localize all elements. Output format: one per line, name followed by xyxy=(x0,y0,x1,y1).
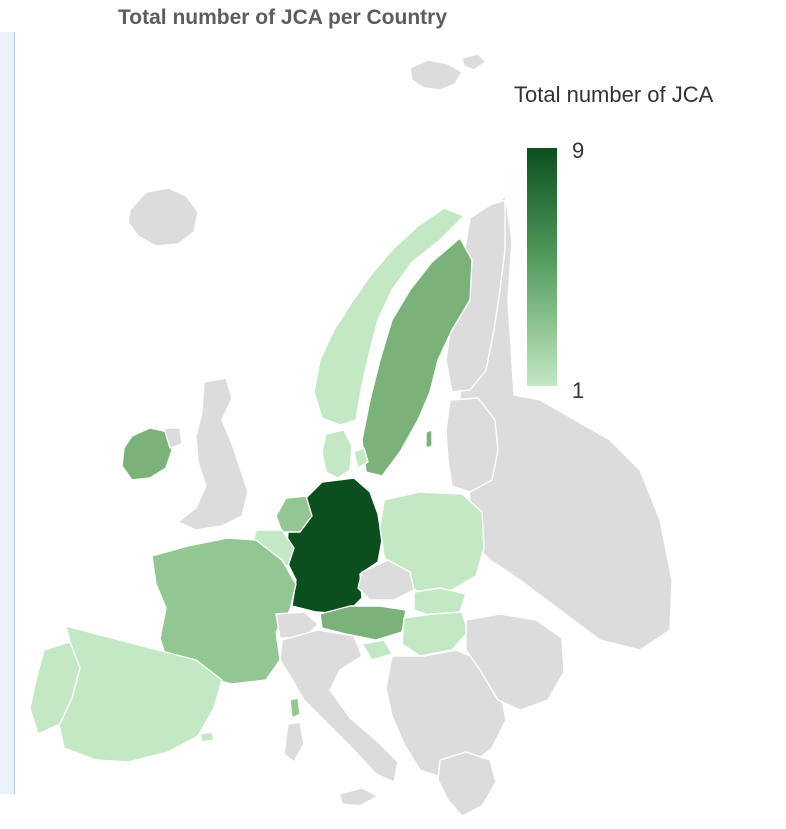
svalbard-east-island[interactable] xyxy=(461,53,487,71)
poland-region[interactable] xyxy=(379,491,485,593)
left-panel-strip xyxy=(0,32,14,794)
great-britain-region[interactable] xyxy=(177,377,249,531)
sicily-region[interactable] xyxy=(339,787,379,807)
legend-min-label: 1 xyxy=(572,378,585,403)
iceland-region[interactable] xyxy=(127,187,199,247)
legend-color-bar xyxy=(527,148,557,386)
portugal-region[interactable] xyxy=(29,641,81,735)
legend-max-label: 9 xyxy=(572,138,585,163)
netherlands-region[interactable] xyxy=(275,495,313,533)
balearic-islands-region[interactable] xyxy=(199,731,215,743)
romania-bulgaria-region[interactable] xyxy=(465,613,565,711)
sweden-region[interactable] xyxy=(361,237,473,477)
sardinia-region[interactable] xyxy=(283,721,305,763)
italy-region[interactable] xyxy=(279,629,399,783)
baltic-states-region[interactable] xyxy=(445,397,499,493)
legend-title: Total number of JCA xyxy=(514,82,714,107)
switzerland-region[interactable] xyxy=(275,611,319,639)
denmark-island-region[interactable] xyxy=(353,447,369,469)
hungary-region[interactable] xyxy=(401,611,469,657)
slovenia-region[interactable] xyxy=(361,639,393,661)
denmark-region[interactable] xyxy=(321,429,353,479)
svalbard-region[interactable] xyxy=(409,59,463,91)
gotland-region[interactable] xyxy=(425,429,433,449)
czechia-region[interactable] xyxy=(357,559,415,601)
left-panel-border xyxy=(14,32,15,794)
norway-region[interactable] xyxy=(313,207,465,426)
austria-region[interactable] xyxy=(319,605,407,641)
greece-region[interactable] xyxy=(437,751,497,817)
ireland-region[interactable] xyxy=(121,427,173,481)
corsica-region[interactable] xyxy=(289,697,301,719)
page-title: Total number of JCA per Country xyxy=(118,6,448,29)
northern-ireland-region[interactable] xyxy=(163,427,183,449)
